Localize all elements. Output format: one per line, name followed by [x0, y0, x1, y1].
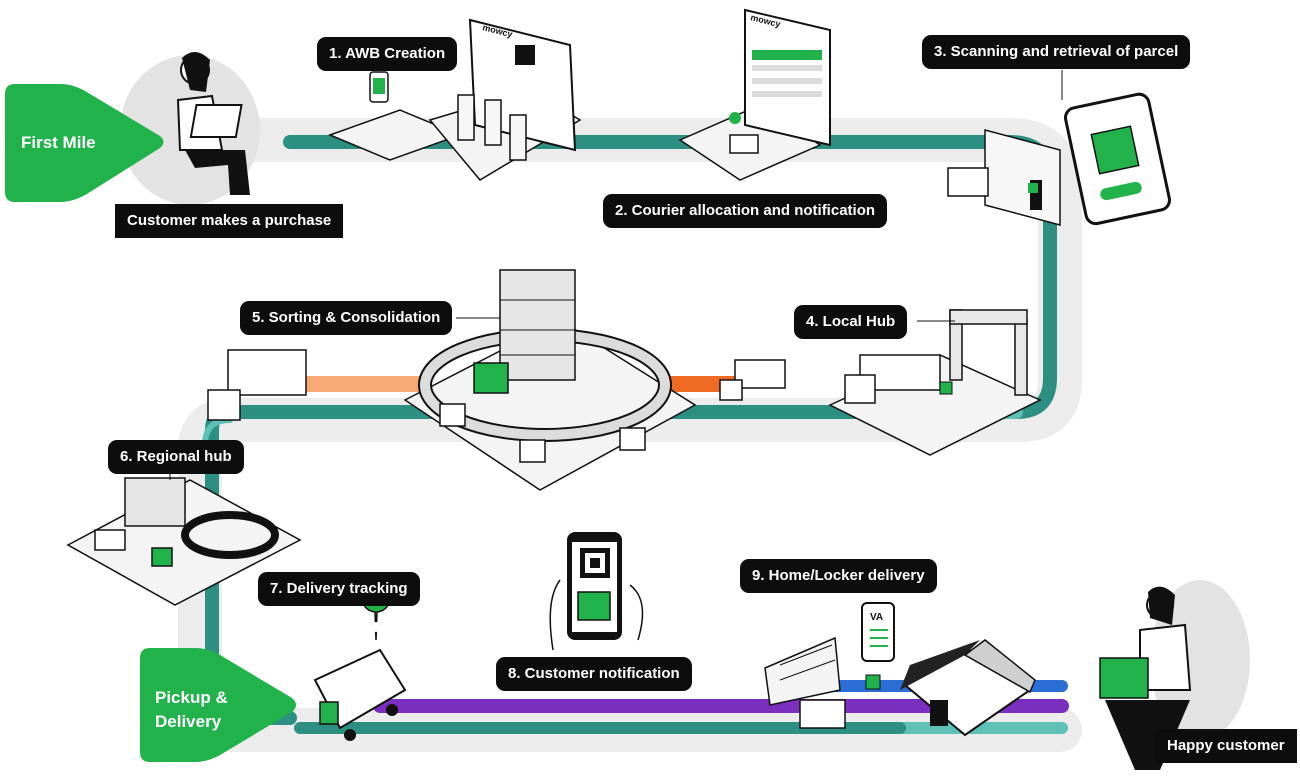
awb-creation-illustration: mowcy — [327, 18, 582, 181]
step-5-label: 5. Sorting & Consolidation — [240, 301, 453, 335]
local-hub-illustration — [719, 309, 1042, 456]
regional-hub-illustration — [66, 477, 302, 606]
step-8-label: 8. Customer notification — [496, 657, 692, 691]
step-1-label: 1. AWB Creation — [317, 37, 458, 71]
step-4-label: 4. Local Hub — [794, 305, 908, 339]
phone-badge: VA — [870, 612, 883, 623]
pickup-label-line2: Delivery — [155, 712, 222, 731]
first-mile-label: First Mile — [21, 133, 96, 152]
scanning-illustration — [947, 92, 1171, 226]
sorting-illustration — [207, 269, 697, 491]
step-7-label: 7. Delivery tracking — [258, 572, 420, 606]
step-2-label: 2. Courier allocation and notification — [603, 194, 888, 228]
pickup-stage-shape — [140, 648, 296, 762]
customer-illustration — [120, 51, 260, 205]
step-6-label: 6. Regional hub — [108, 440, 244, 474]
happy-customer-label: Happy customer — [1155, 729, 1297, 763]
happy-customer-illustration — [1099, 580, 1250, 770]
customer-purchase-label: Customer makes a purchase — [115, 204, 344, 238]
first-mile-stage-shape — [5, 84, 164, 202]
step-3-label: 3. Scanning and retrieval of parcel — [922, 35, 1191, 69]
step-9-label: 9. Home/Locker delivery — [740, 559, 937, 593]
customer-notification-illustration — [549, 532, 644, 651]
home-locker-illustration: VA — [764, 602, 1036, 737]
courier-allocation-illustration: mowcy — [678, 8, 831, 181]
pickup-label-line1: Pickup & — [155, 688, 228, 707]
